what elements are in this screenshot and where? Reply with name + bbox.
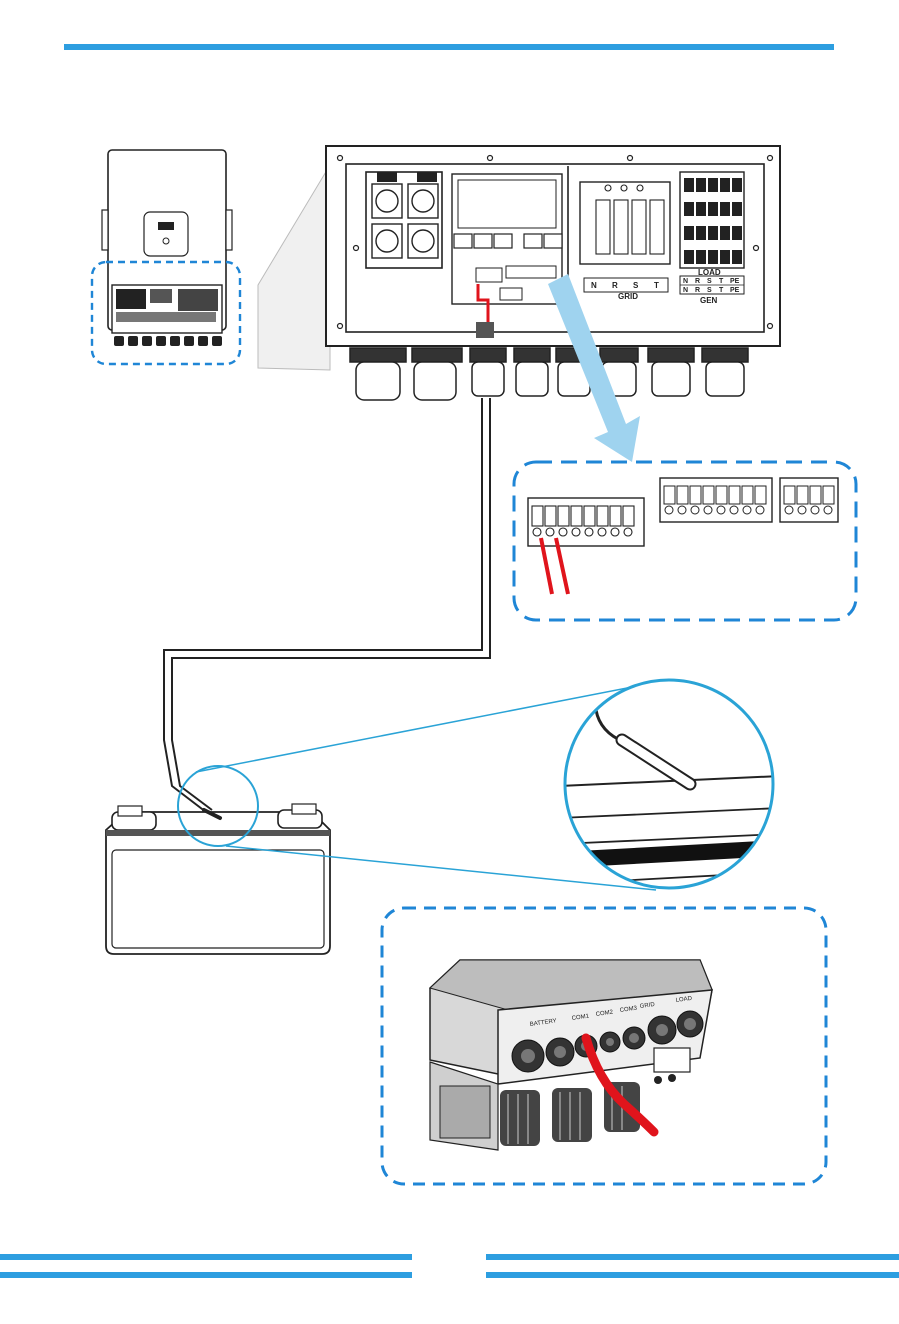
ac-terminal-block [580,172,744,268]
load-letter: R [695,278,700,285]
grid-letter: N [591,281,597,290]
footer-bars [0,1254,899,1278]
load-letter: S [707,278,712,285]
gen-letter: R [695,287,700,294]
inverter-wiring-compartment: N R S T GRID LOAD N R S T PE N R S T PE … [326,146,780,400]
dc-breaker-block [366,172,442,268]
gen-letter: PE [730,287,740,294]
gen-label: GEN [700,296,718,305]
zoom-projection [258,165,330,370]
grid-label: GRID [618,292,638,301]
cable-glands [350,348,748,400]
battery [106,804,330,954]
gen-letter: T [719,287,724,294]
header-bar [64,44,834,50]
gen-letter: S [707,287,712,294]
grid-letter: R [612,281,618,290]
sensor-closeup [560,680,780,888]
inverter-thumbnail [92,150,240,364]
load-letter: T [719,278,724,285]
communication-board [452,174,562,304]
grid-letter: S [633,281,639,290]
load-letter: PE [730,278,740,285]
load-letter: N [683,278,688,285]
gen-letter: N [683,287,688,294]
sensor-cable-route [172,398,490,810]
cable-entry-photo-box: BATTERY COM1 COM2 COM3 GRID LOAD [382,908,826,1184]
terminal-zoom-box [514,462,856,620]
sensor-cable-route [164,398,482,812]
grid-letter: T [654,281,659,290]
